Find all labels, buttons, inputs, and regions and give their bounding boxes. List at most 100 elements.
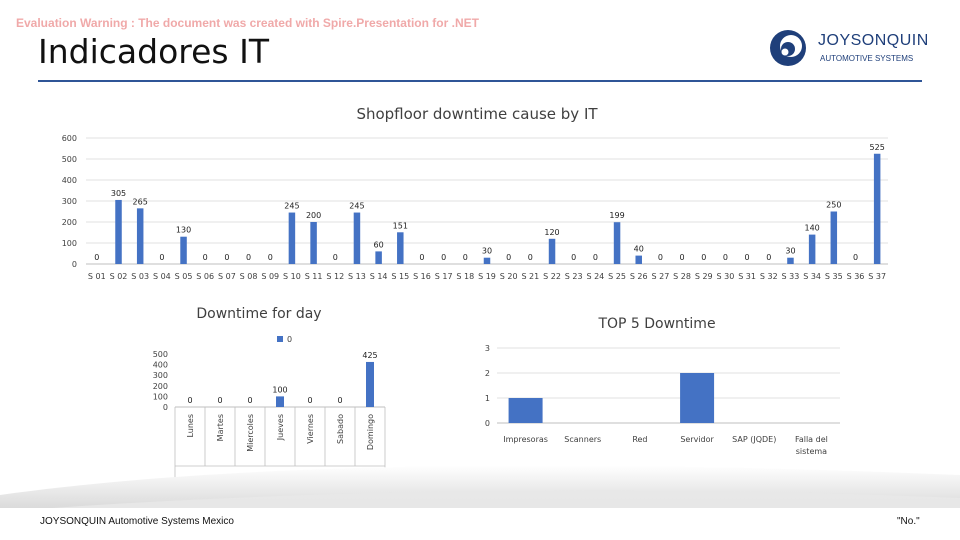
bar	[613, 222, 621, 264]
data-label: 140	[804, 224, 819, 233]
logo-subtitle: AUTOMOTIVE SYSTEMS	[820, 54, 914, 63]
y-tick-label: 300	[153, 371, 168, 380]
data-label: 0	[217, 396, 222, 405]
x-tick-label: Red	[632, 435, 647, 444]
data-label: 200	[306, 211, 321, 220]
x-tick-label: S 37	[868, 272, 886, 281]
bar	[375, 251, 382, 264]
data-label: 30	[785, 247, 795, 256]
footer-wave	[0, 465, 960, 540]
x-tick-label: Servidor	[680, 435, 714, 444]
data-label: 0	[268, 253, 273, 262]
company-logo: JOYSONQUIN AUTOMOTIVE SYSTEMS	[768, 28, 928, 70]
x-tick-label: S 12	[326, 272, 344, 281]
y-tick-label: 500	[153, 350, 168, 359]
x-tick-label: S 22	[543, 272, 561, 281]
chart-title: TOP 5 Downtime	[597, 316, 715, 332]
bar	[508, 398, 543, 423]
data-label: 0	[593, 253, 598, 262]
data-label: 245	[284, 202, 299, 211]
x-tick-label: Martes	[216, 414, 225, 441]
bar	[288, 212, 296, 264]
data-label: 0	[571, 253, 576, 262]
y-tick-label: 0	[72, 260, 77, 269]
data-label: 151	[393, 221, 408, 230]
data-label: 0	[419, 253, 424, 262]
data-label: 0	[528, 253, 533, 262]
data-label: 0	[680, 253, 685, 262]
x-tick-label: S 10	[283, 272, 301, 281]
x-tick-label: S 09	[261, 272, 279, 281]
x-tick-label: Scanners	[564, 435, 601, 444]
bar	[353, 212, 361, 264]
bar	[635, 255, 642, 264]
data-label: 0	[745, 253, 750, 262]
x-tick-label: S 26	[630, 272, 648, 281]
chart-title: Shopfloor downtime cause by IT	[356, 105, 598, 123]
bar	[366, 361, 374, 407]
x-tick-label: S 16	[413, 272, 431, 281]
bar	[397, 232, 404, 264]
y-tick-label: 400	[153, 361, 168, 370]
x-tick-label: S 31	[738, 272, 756, 281]
y-tick-label: 300	[62, 197, 77, 206]
data-label: 0	[701, 253, 706, 262]
x-tick-label: S 17	[435, 272, 453, 281]
data-label: 0	[441, 253, 446, 262]
data-label: 250	[826, 201, 841, 210]
data-label: 120	[544, 228, 559, 237]
y-tick-label: 0	[485, 419, 490, 428]
data-label: 0	[463, 253, 468, 262]
x-tick-label: Jueves	[276, 414, 285, 441]
x-tick-label: S 13	[348, 272, 366, 281]
data-label: 60	[374, 240, 384, 249]
data-label: 0	[723, 253, 728, 262]
bar	[680, 373, 715, 423]
x-tick-label: Impresoras	[503, 435, 548, 444]
x-tick-label: S 24	[586, 272, 604, 281]
x-tick-label: S 04	[153, 272, 171, 281]
y-tick-label: 100	[62, 239, 77, 248]
x-tick-label: S 15	[391, 272, 409, 281]
bar	[830, 211, 838, 264]
legend-label: 0	[287, 335, 292, 344]
data-label: 0	[187, 396, 192, 405]
x-tick-label: Viernes	[306, 414, 315, 444]
x-tick-label: S 35	[825, 272, 843, 281]
data-label: 245	[349, 202, 364, 211]
bar	[310, 222, 317, 264]
data-label: 0	[307, 396, 312, 405]
data-label: 0	[224, 253, 229, 262]
bar	[115, 199, 122, 264]
x-tick-label: Falla del	[795, 435, 828, 444]
footer-page-number: "No."	[897, 516, 920, 527]
footer-company: JOYSONQUIN Automotive Systems Mexico	[40, 516, 234, 527]
x-tick-label: S 01	[88, 272, 106, 281]
x-tick-label: S 34	[803, 272, 821, 281]
data-label: 0	[337, 396, 342, 405]
x-tick-label: S 25	[608, 272, 626, 281]
bar	[787, 257, 794, 264]
x-tick-label: S 18	[456, 272, 474, 281]
x-tick-label: S 29	[695, 272, 713, 281]
data-label: 305	[111, 189, 126, 198]
x-tick-label: S 27	[651, 272, 669, 281]
x-tick-label: Domingo	[366, 414, 375, 450]
y-tick-label: 1	[485, 394, 490, 403]
y-tick-label: 2	[485, 369, 490, 378]
x-tick-label: Miercoles	[246, 414, 255, 452]
x-tick-label: S 07	[218, 272, 236, 281]
data-label: 0	[658, 253, 663, 262]
y-tick-label: 400	[62, 176, 77, 185]
data-label: 0	[159, 253, 164, 262]
x-tick-label: Sabado	[336, 414, 345, 444]
bar	[180, 236, 187, 264]
x-tick-label: S 20	[500, 272, 518, 281]
evaluation-warning: Evaluation Warning : The document was cr…	[16, 16, 479, 30]
y-tick-label: 0	[163, 403, 168, 412]
data-label: 199	[609, 211, 624, 220]
header-divider	[38, 80, 922, 82]
x-tick-label: S 32	[760, 272, 778, 281]
data-label: 30	[482, 247, 492, 256]
data-label: 0	[506, 253, 511, 262]
